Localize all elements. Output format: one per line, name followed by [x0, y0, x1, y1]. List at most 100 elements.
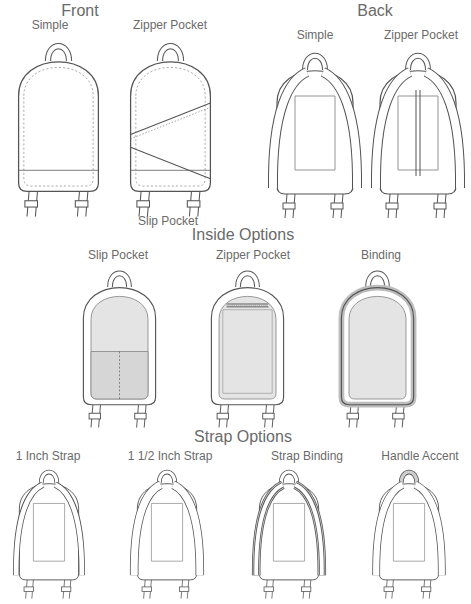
shoulder-strap	[376, 485, 403, 575]
back-panel	[295, 96, 335, 170]
zipper-pocket	[223, 310, 272, 394]
shoulder-strap	[273, 72, 307, 188]
top-handle	[401, 472, 417, 483]
lining	[91, 296, 148, 399]
top-handle	[41, 472, 57, 483]
view-label: Slip Pocket	[138, 214, 198, 228]
shoulder-strap	[415, 485, 442, 575]
zipper-teeth	[131, 107, 211, 138]
strap-binding	[256, 485, 283, 575]
strap-buckle	[331, 203, 343, 209]
strap-buckle	[393, 413, 404, 419]
shoulder-strap	[173, 485, 200, 575]
top-handle	[160, 46, 181, 61]
top-handle	[159, 472, 175, 483]
top-handle	[110, 273, 129, 287]
backpack-back	[273, 56, 357, 218]
top-handle	[401, 472, 417, 483]
shoulder-strap	[134, 485, 161, 575]
zipper-pocket	[131, 103, 211, 134]
view-label: Strap Binding	[271, 449, 343, 463]
backpack-body	[131, 62, 211, 191]
view-label: Binding	[361, 248, 401, 262]
shoulder-strap	[415, 485, 442, 575]
zipper-teeth	[227, 305, 269, 306]
shoulder-strap	[55, 485, 82, 575]
strap-buckle	[283, 203, 295, 209]
backpack-inside	[341, 273, 413, 427]
top-handle	[159, 472, 175, 483]
back-panel	[398, 96, 438, 170]
backpack-inside	[83, 273, 155, 427]
shoulder-strap	[273, 72, 307, 188]
slip-pocket	[131, 147, 211, 179]
back-zipper	[416, 90, 420, 176]
back-panel	[151, 503, 182, 561]
base-panel	[19, 170, 99, 171]
top-handle	[41, 472, 57, 483]
view-label: Zipper Pocket	[384, 28, 458, 42]
shoulder-strap	[134, 485, 161, 575]
top-handle	[408, 56, 428, 70]
strap-buckle	[347, 413, 358, 419]
strap-buckle	[142, 587, 151, 592]
shoulder-strap	[295, 485, 322, 575]
backpack-inside	[211, 273, 283, 427]
top-handle	[305, 56, 325, 70]
back-panel	[393, 503, 424, 561]
shoulder-strap	[256, 485, 283, 575]
strap-buckle	[384, 587, 393, 592]
top-handle	[110, 273, 129, 287]
strap-buckle	[24, 587, 33, 592]
top-handle	[160, 46, 181, 61]
top-handle	[281, 472, 297, 483]
strap-buckle	[179, 587, 188, 592]
backpack-front	[19, 46, 99, 216]
shoulder-strap	[173, 485, 200, 575]
shoulder-strap	[426, 72, 460, 188]
strap-buckle	[263, 413, 274, 419]
shoulder-strap	[295, 485, 322, 575]
backpack-back	[376, 56, 460, 218]
inside-zipper	[227, 304, 269, 307]
strap-buckle	[25, 201, 38, 207]
backpack-back	[376, 472, 442, 599]
back-panel	[273, 503, 304, 561]
strap-binding	[256, 485, 283, 575]
shoulder-strap	[16, 485, 43, 575]
strap-buckle	[187, 201, 200, 207]
shoulder-strap	[426, 72, 460, 188]
strap-buckle	[137, 201, 150, 207]
strap-buckle	[264, 587, 273, 592]
strap-buckle	[75, 201, 88, 207]
binding	[341, 288, 413, 405]
strap-buckle	[434, 203, 446, 209]
top-handle	[281, 472, 297, 483]
top-handle	[48, 46, 69, 61]
section-heading: Strap Options	[194, 428, 292, 446]
lining	[219, 296, 276, 399]
stitch-line	[24, 67, 93, 186]
shoulder-strap	[323, 72, 357, 188]
view-label: 1 1/2 Inch Strap	[128, 449, 213, 463]
strap-buckle	[217, 413, 228, 419]
view-label: Zipper Pocket	[133, 18, 207, 32]
section-heading: Back	[357, 2, 393, 20]
shoulder-strap	[16, 485, 43, 575]
strap-buckle	[386, 203, 398, 209]
base-panel	[131, 170, 211, 171]
backpack-body	[19, 62, 99, 191]
shoulder-strap	[55, 485, 82, 575]
slip-pocket	[91, 352, 148, 400]
view-label: Simple	[297, 28, 334, 42]
strap-buckle	[89, 413, 100, 419]
view-label: Slip Pocket	[88, 248, 148, 262]
shoulder-strap	[376, 72, 410, 188]
backpack-back	[16, 472, 82, 599]
strap-binding	[295, 485, 322, 575]
section-heading: Inside Options	[192, 226, 294, 244]
backpack-back	[256, 472, 322, 599]
backpack-body	[211, 288, 283, 405]
